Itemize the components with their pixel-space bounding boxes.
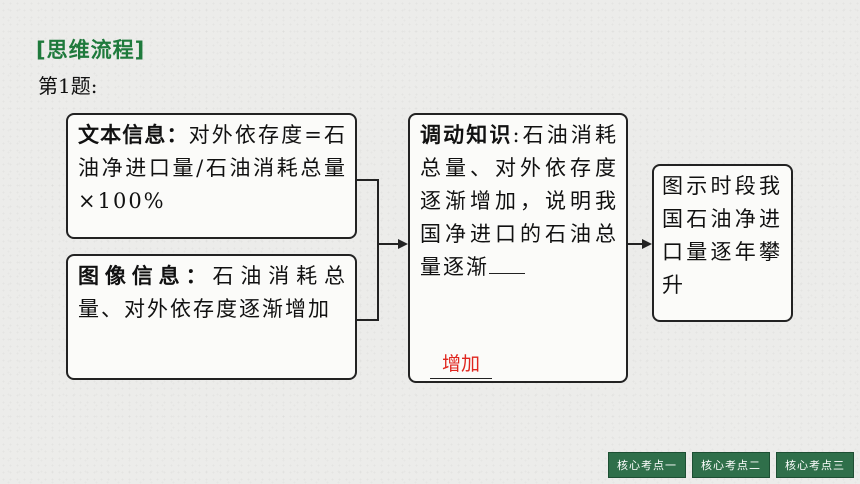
text-info-body: 对外依存度=石油净进口量/石油消耗总量×100%	[78, 123, 348, 213]
nav-button-core-1[interactable]: 核心考点一	[608, 452, 686, 478]
result-box: 图示时段我国石油净进口量逐年攀升	[652, 164, 793, 322]
text-info-box: 文本信息：对外依存度=石油净进口量/石油消耗总量×100%	[66, 113, 357, 239]
arrow-head-1	[398, 239, 408, 249]
knowledge-body: 石油消耗总量、对外依存度逐渐增加，说明我国净进口的石油总量逐渐	[420, 123, 619, 279]
fill-blank	[489, 251, 525, 274]
section-heading: [思维流程]	[36, 38, 146, 62]
text-info-sep: ：	[166, 123, 189, 147]
question-number: 第1题:	[38, 74, 98, 98]
arrow-head-2	[642, 239, 652, 249]
answer-text: 增加	[430, 350, 492, 379]
knowledge-sep: :	[512, 123, 522, 147]
image-info-body: 石油消耗总量、对外依存度逐渐增加	[78, 264, 348, 321]
nav-button-core-3[interactable]: 核心考点三	[776, 452, 854, 478]
image-info-box: 图像信息：石油消耗总量、对外依存度逐渐增加	[66, 254, 357, 380]
knowledge-label: 调动知识	[420, 123, 513, 147]
image-info-label: 图像信息	[78, 264, 186, 288]
result-body: 图示时段我国石油净进口量逐年攀升	[662, 174, 783, 297]
text-info-label: 文本信息	[78, 123, 167, 147]
image-info-sep: ：	[185, 264, 213, 288]
knowledge-box: 调动知识:石油消耗总量、对外依存度逐渐增加，说明我国净进口的石油总量逐渐	[408, 113, 628, 383]
bracket-connector	[357, 179, 379, 321]
nav-button-core-2[interactable]: 核心考点二	[692, 452, 770, 478]
